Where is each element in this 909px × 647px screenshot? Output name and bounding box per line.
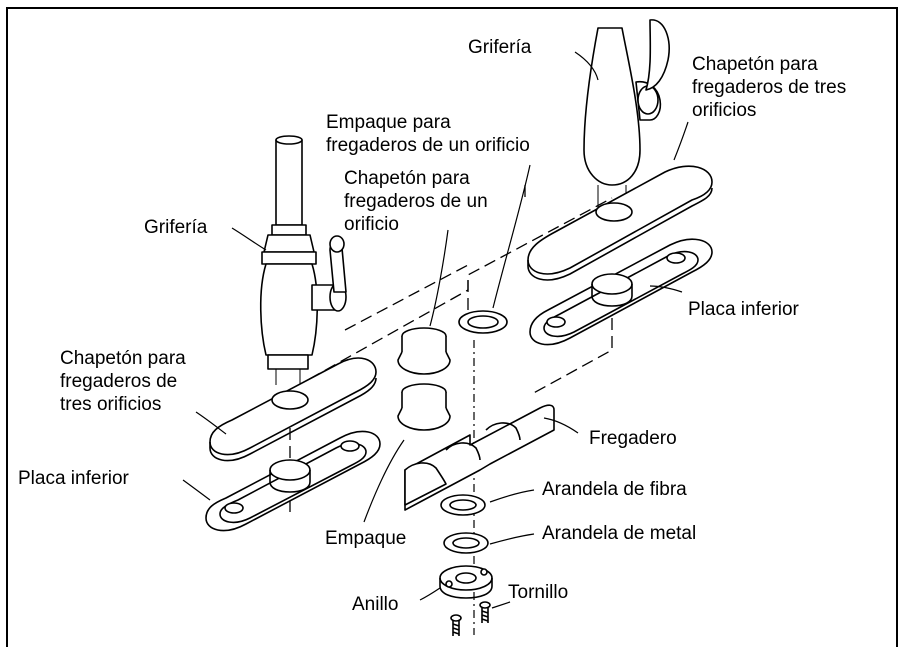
label-metal-washer: Arandela de metal <box>542 523 697 544</box>
label-ring: Anillo <box>352 594 399 615</box>
label-base-plate-right: Placa inferior <box>688 299 799 320</box>
leader-lines <box>182 51 689 609</box>
single-hole-gasket-ring <box>458 310 508 334</box>
mounting-ring <box>439 565 493 599</box>
label-sink: Fregadero <box>589 428 677 449</box>
single-hole-escutcheon <box>397 327 451 375</box>
label-gasket: Empaque <box>325 528 407 549</box>
label-gasket-single: Empaque para fregaderos de un orificio <box>326 112 530 156</box>
label-base-plate-left: Placa inferior <box>18 468 129 489</box>
diagram-frame <box>6 7 898 647</box>
label-escutcheon-three-left: Chapetón para fregaderos de tres orifici… <box>60 348 186 415</box>
right-escutcheon-three-hole <box>527 165 713 281</box>
label-faucet-left: Grifería <box>144 217 208 238</box>
label-escutcheon-three-right: Chapetón para fregaderos de tres orifici… <box>692 54 847 121</box>
label-escutcheon-single: Chapetón para fregaderos de un orificio <box>344 168 488 235</box>
screw-right <box>479 601 491 623</box>
left-escutcheon-three-hole <box>209 357 377 462</box>
screw-left <box>450 614 462 636</box>
left-base-plate <box>205 430 381 532</box>
left-faucet <box>259 135 347 385</box>
right-base-plate <box>529 238 713 346</box>
metal-washer <box>443 532 489 554</box>
label-faucet-right: Grifería <box>468 37 532 58</box>
right-faucet <box>583 19 670 210</box>
sink-cutout <box>404 404 555 511</box>
label-screw: Tornillo <box>508 582 569 603</box>
gasket <box>397 383 451 431</box>
label-fiber-washer: Arandela de fibra <box>542 479 687 500</box>
fiber-washer <box>440 494 486 516</box>
